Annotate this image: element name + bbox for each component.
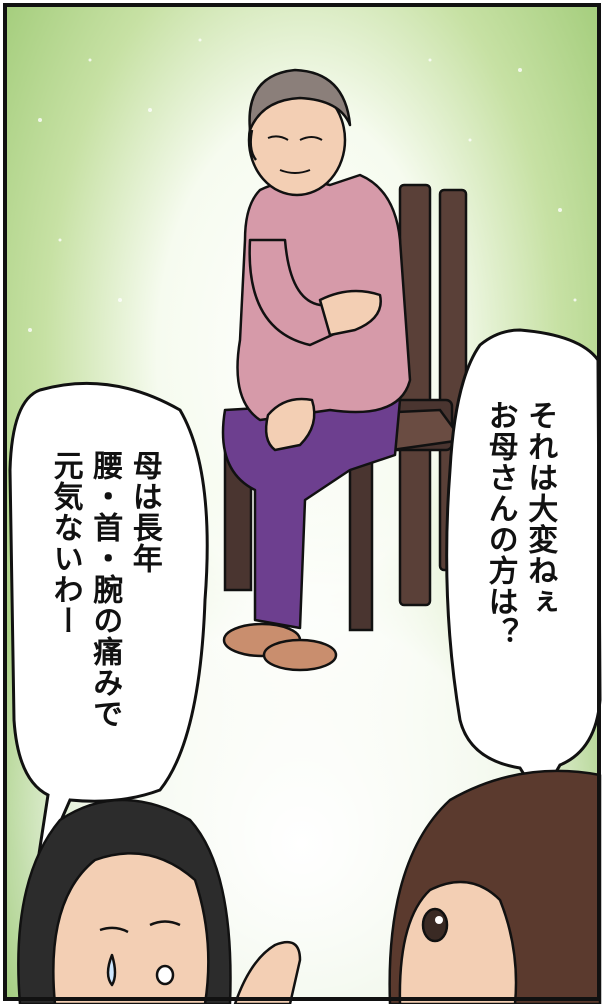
speech-bubble-left [8,381,209,881]
speech-line-2: 腰・首・腕の痛みで [87,450,123,729]
speech-text-right: それは大変ねぇ お母さんの方は？ [480,400,559,648]
hand [233,940,302,1004]
sweat-drop-icon [106,953,117,987]
panel-border [3,3,601,1001]
speech-line-1: 母は長年 [126,450,162,574]
speech-line-1: それは大変ねぇ [522,400,558,617]
sparkles [28,38,577,332]
speech-line-3: 元気ないわー [47,450,83,636]
woman-right [388,769,602,1004]
woman-left [17,798,302,1004]
speech-line-2: お母さんの方は？ [482,400,518,648]
speech-text-left: 母は長年 腰・首・腕の痛みで 元気ないわー [45,450,164,729]
elderly-woman [221,68,412,672]
